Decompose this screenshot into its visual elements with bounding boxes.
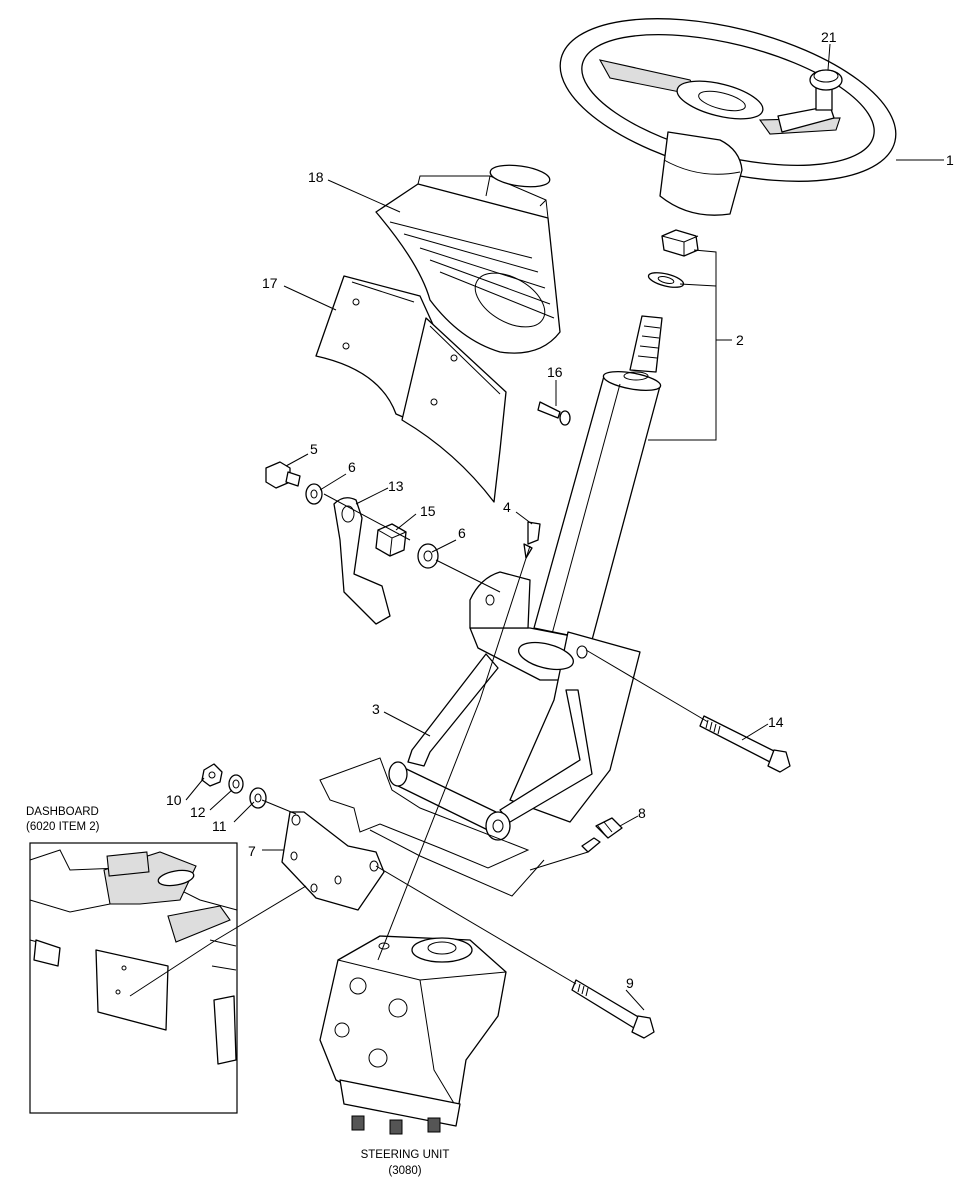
captions: DASHBOARD (6020 ITEM 2) STEERING UNIT (3… xyxy=(26,806,449,1177)
rubber-boot[interactable] xyxy=(375,162,561,354)
grease-fitting[interactable] xyxy=(523,521,541,559)
callout-16: 16 xyxy=(547,364,563,380)
cover-panels[interactable] xyxy=(315,275,507,503)
callout-9: 9 xyxy=(626,975,634,991)
callout-labels: 1 21 2 18 17 16 5 6 13 15 6 4 14 3 10 12… xyxy=(166,29,954,991)
callout-17: 17 xyxy=(262,275,278,291)
callout-1: 1 xyxy=(946,152,954,168)
callout-5: 5 xyxy=(310,441,318,457)
steering-washer[interactable] xyxy=(647,270,685,290)
dashboard-detail xyxy=(29,849,238,1065)
callout-11: 11 xyxy=(212,818,227,834)
flat-washer[interactable] xyxy=(249,787,267,809)
leader-lines xyxy=(129,43,944,1011)
lever-arm[interactable] xyxy=(333,497,391,625)
bolt[interactable] xyxy=(265,461,301,489)
callout-14: 14 xyxy=(768,714,784,730)
washer[interactable] xyxy=(305,483,323,505)
steering-unit[interactable] xyxy=(319,935,507,1135)
callout-7: 7 xyxy=(248,843,256,859)
spinner-knob[interactable] xyxy=(777,69,843,133)
lock-washer[interactable] xyxy=(228,774,244,794)
fitting[interactable] xyxy=(581,817,623,853)
dashboard-inset xyxy=(29,842,238,1114)
callout-8: 8 xyxy=(638,805,646,821)
long-bolt[interactable] xyxy=(699,715,791,773)
mount-plate[interactable] xyxy=(281,811,385,911)
steering-unit-caption-ref: (3080) xyxy=(388,1165,421,1177)
column-bracket[interactable] xyxy=(388,571,641,841)
washer[interactable] xyxy=(417,543,439,569)
steering-nut[interactable] xyxy=(661,229,699,257)
dashboard-caption: DASHBOARD xyxy=(26,806,99,818)
callout-6a: 6 xyxy=(348,459,356,475)
long-bolt[interactable] xyxy=(571,979,655,1039)
callout-2: 2 xyxy=(736,332,744,348)
callout-15: 15 xyxy=(420,503,436,519)
spacer[interactable] xyxy=(375,523,407,557)
floor-plate-outline xyxy=(319,757,545,897)
screw[interactable] xyxy=(537,401,571,426)
callout-6b: 6 xyxy=(458,525,466,541)
callout-21: 21 xyxy=(821,29,837,45)
callout-10: 10 xyxy=(166,792,182,808)
steering-wheel[interactable] xyxy=(544,0,913,216)
callout-18: 18 xyxy=(308,169,324,185)
steering-unit-caption: STEERING UNIT xyxy=(361,1149,450,1161)
callout-13: 13 xyxy=(388,478,404,494)
callout-3: 3 xyxy=(372,701,380,717)
dashboard-caption-ref: (6020 ITEM 2) xyxy=(26,821,100,833)
callout-4: 4 xyxy=(503,499,511,515)
nut[interactable] xyxy=(201,763,223,787)
callout-12: 12 xyxy=(190,804,206,820)
